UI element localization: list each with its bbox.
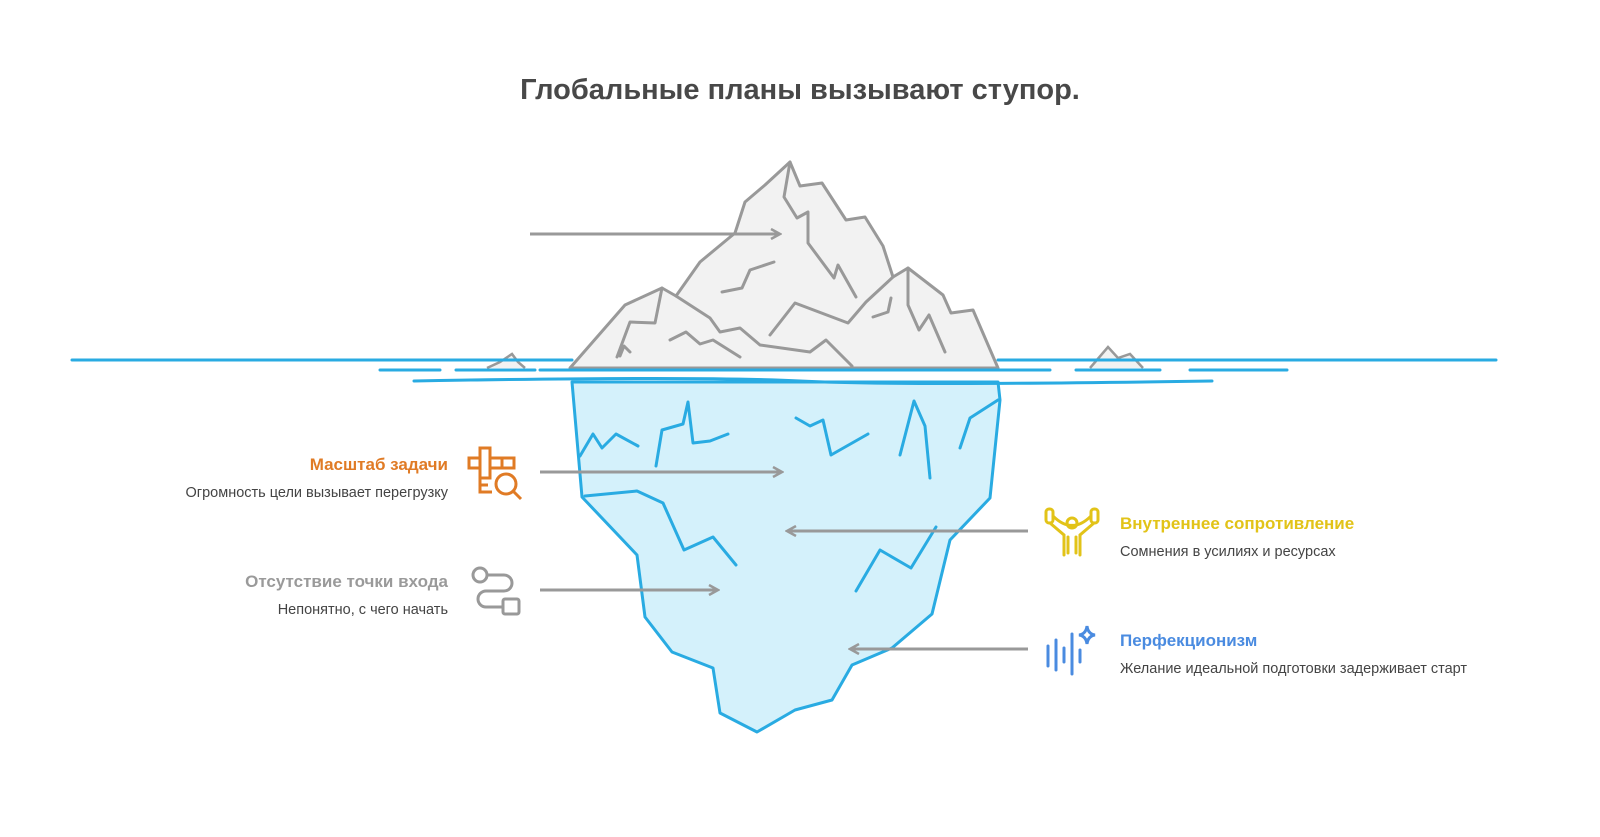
weightlifter-icon xyxy=(1044,507,1100,557)
underwater-cracks xyxy=(578,398,1000,593)
sparkle-sound-icon xyxy=(1046,625,1096,676)
path-nodes-icon xyxy=(471,566,521,616)
iceberg-underwater xyxy=(570,380,1002,734)
item-perfectionism: Перфекционизм Желание идеальной подготов… xyxy=(1120,631,1467,677)
item-description: Сомнения в усилиях и ресурсах xyxy=(1120,544,1336,560)
waterline xyxy=(70,358,1498,385)
arrows xyxy=(530,234,1028,649)
item-heading: Масштаб задачи xyxy=(309,455,448,474)
ice-cracks xyxy=(615,160,947,368)
item-heading: Отсутствие точки входа xyxy=(245,572,448,591)
diagram-title: Глобальные планы вызывают ступор. xyxy=(520,74,1080,106)
item-scale: Масштаб задачи Огромность цели вызывает … xyxy=(48,455,448,501)
iceberg-tip xyxy=(568,160,1000,370)
item-description: Непонятно, с чего начать xyxy=(277,602,448,618)
item-heading: Перфекционизм xyxy=(1120,631,1258,650)
item-no-entry: Отсутствие точки входа Непонятно, с чего… xyxy=(48,572,448,618)
item-description: Огромность цели вызывает перегрузку xyxy=(185,485,448,501)
grid-search-icon xyxy=(467,446,523,501)
item-resistance: Внутреннее сопротивление Сомнения в усил… xyxy=(1120,514,1354,560)
item-heading: Внутреннее сопротивление xyxy=(1120,514,1355,533)
item-description: Желание идеальной подготовки задерживает… xyxy=(1120,661,1468,677)
